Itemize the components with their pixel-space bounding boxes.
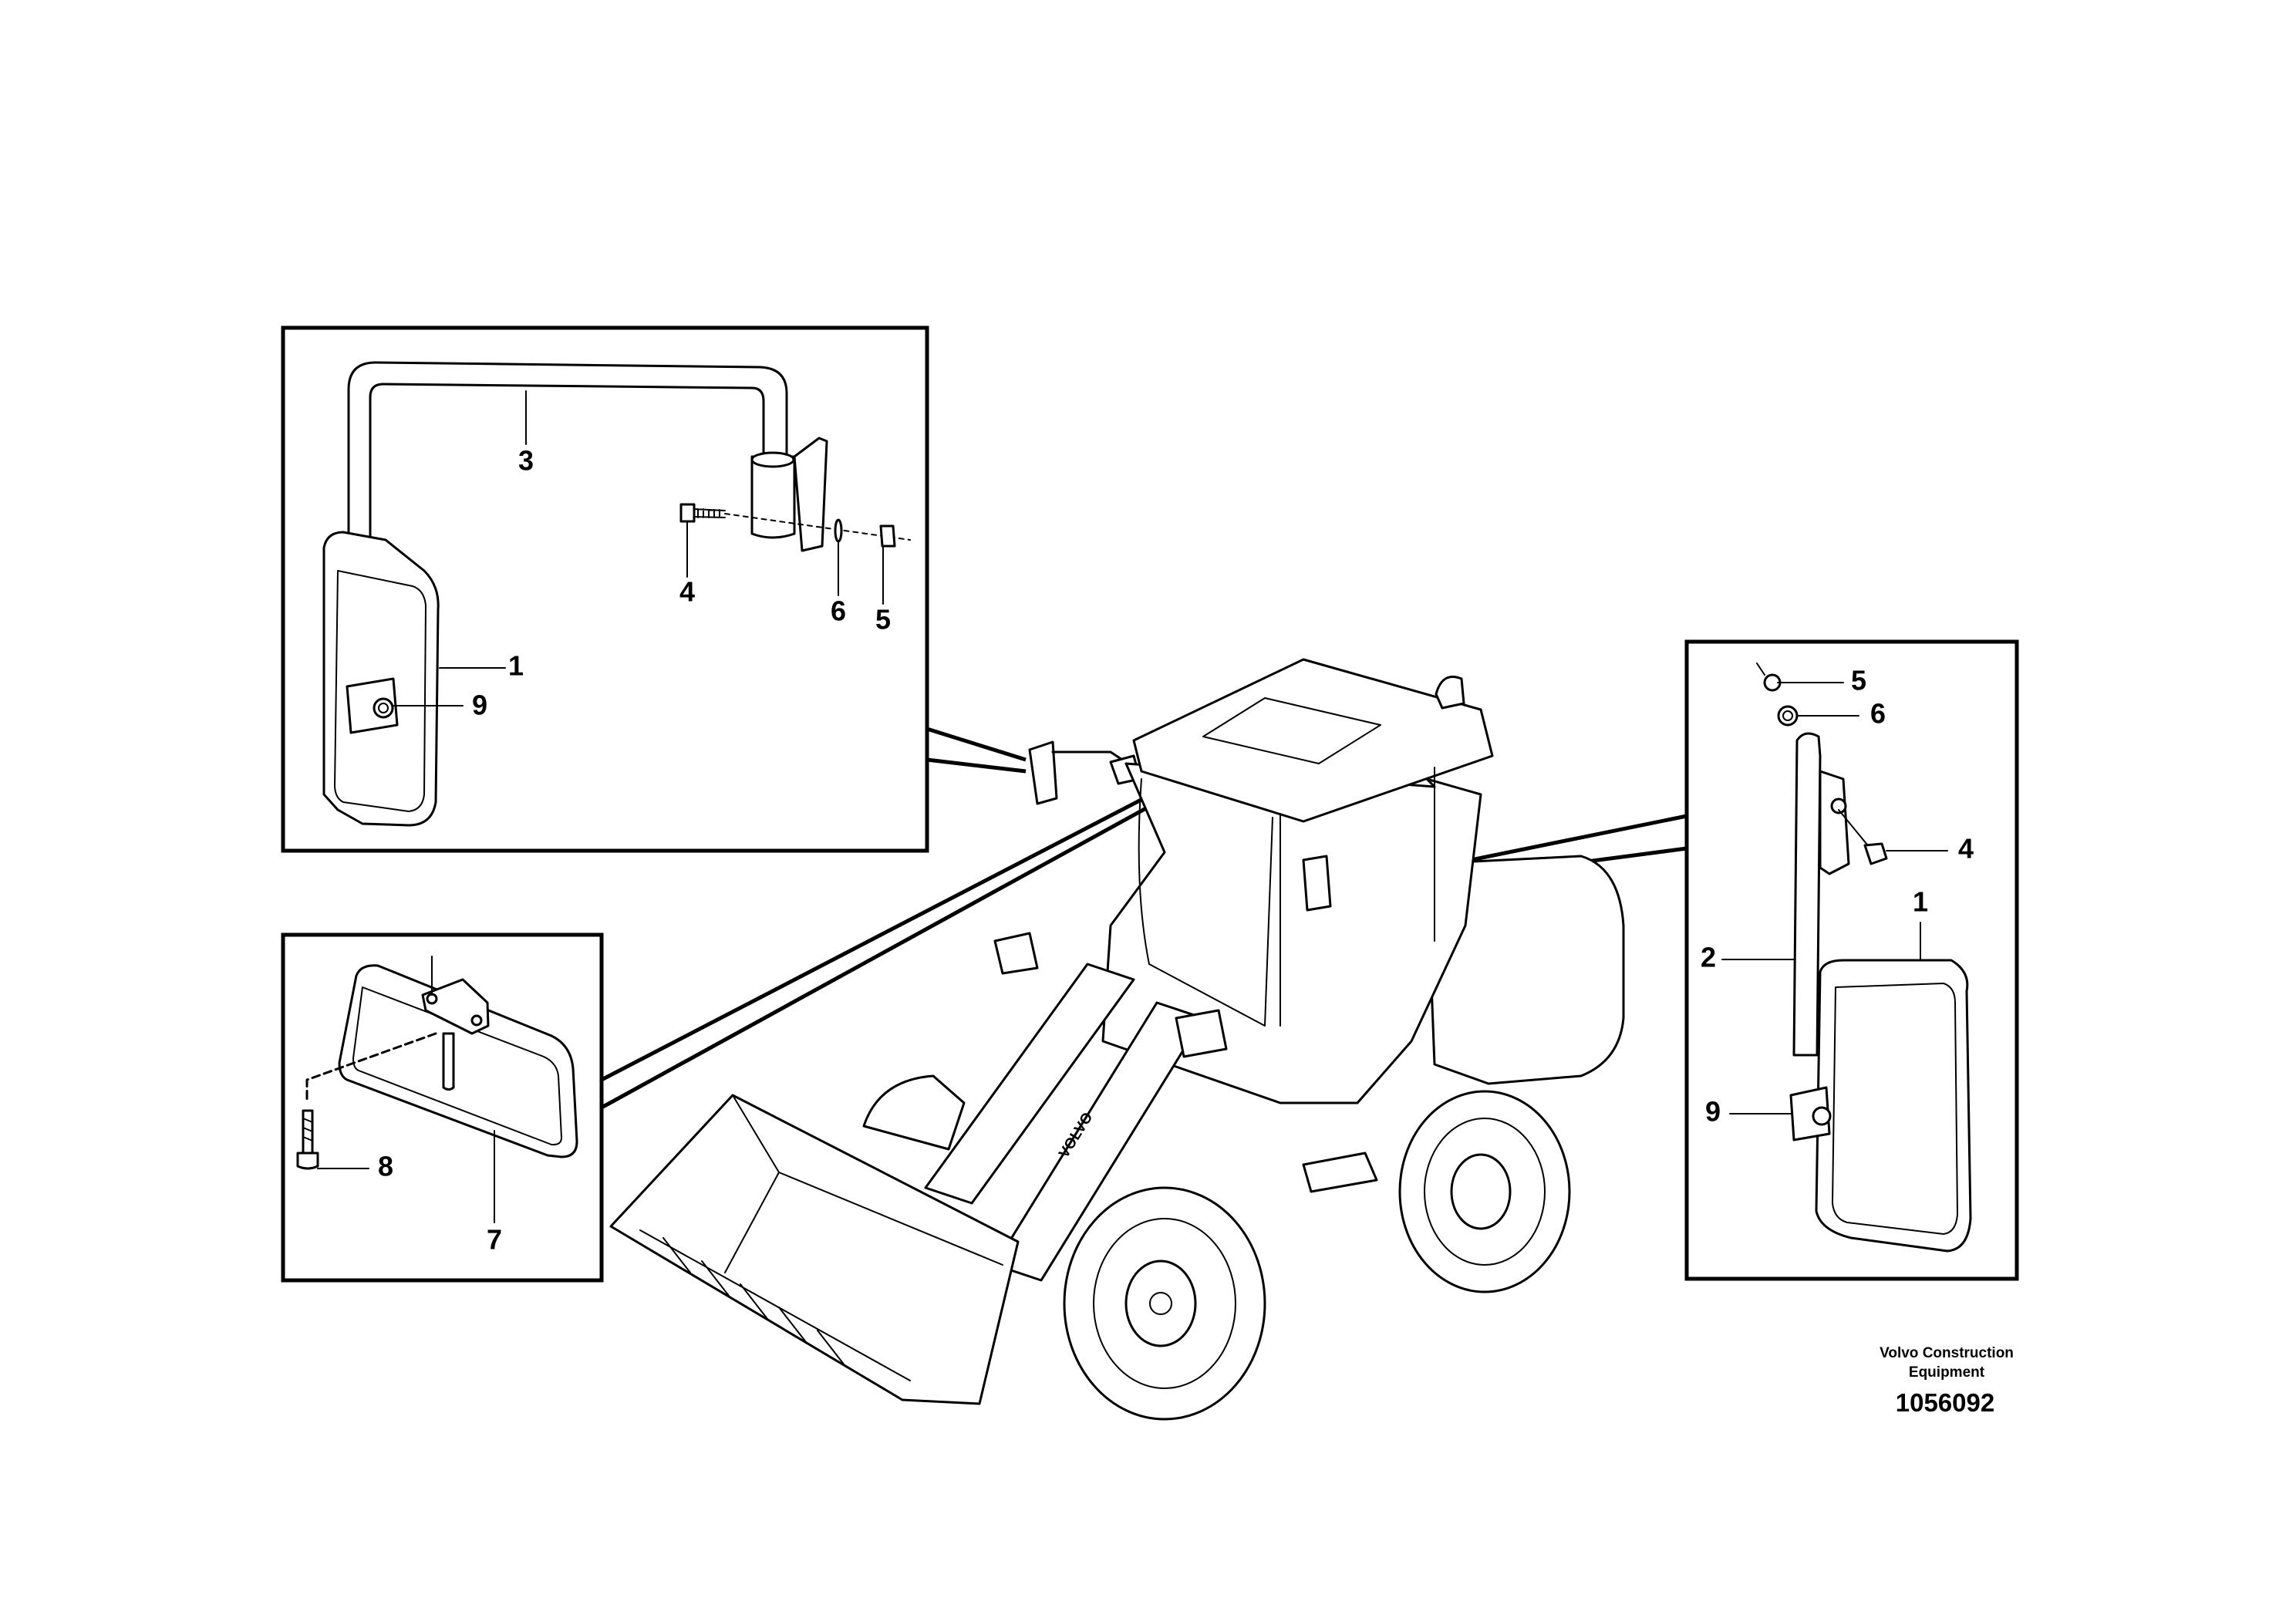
- callout-6-top-left: 6: [831, 595, 846, 627]
- washer-right: [1777, 705, 1799, 727]
- mirror-right: [1815, 959, 1972, 1253]
- nut-top-left: [879, 524, 896, 548]
- bolt-top-left: [679, 503, 696, 523]
- callout-3: 3: [518, 445, 534, 477]
- detail-top-left: 3 4 6 5 1 9: [281, 325, 1027, 853]
- front-wheel: [1063, 1186, 1266, 1421]
- credit-line-1: Volvo Construction: [1880, 1345, 2014, 1361]
- mirror-pivot-bracket: [750, 455, 796, 539]
- detail-right-frame: [1684, 639, 2019, 1281]
- callout-5-top-left: 5: [875, 604, 891, 636]
- mirror-arm-pipe: [347, 361, 788, 559]
- callout-6-right: 6: [1870, 698, 1886, 730]
- callout-8: 8: [378, 1151, 393, 1182]
- clamp-top-left: [346, 677, 399, 734]
- document-number: 1056092: [1896, 1388, 1994, 1417]
- bolt-right: [1838, 809, 1871, 849]
- engine-cover: [1425, 855, 1625, 1085]
- callout-2-right: 2: [1701, 942, 1716, 973]
- cab-side-mirror: [1302, 855, 1332, 912]
- clamp-right: [1789, 1086, 1831, 1141]
- detail-right: 5 6 4 1 2 9: [1345, 639, 2019, 1281]
- interior-mirror: [338, 964, 578, 1158]
- callout-1-top-left: 1: [508, 650, 524, 682]
- wheel-loader-illustration: VOLVO: [609, 658, 1625, 1421]
- callout-1-right: 1: [1913, 886, 1928, 918]
- mirror-top-left: [322, 531, 440, 827]
- callout-4-right: 4: [1958, 833, 1974, 865]
- callout-5-right: 5: [1851, 665, 1866, 696]
- callout-4-top-left: 4: [679, 576, 695, 608]
- bucket: [609, 1094, 1020, 1405]
- detail-bottom-left: 8 7: [281, 771, 1201, 1283]
- screw: [302, 1109, 314, 1155]
- footer: Volvo Construction Equipment 1056092: [1880, 1345, 2014, 1417]
- callout-7: 7: [487, 1224, 502, 1256]
- detail-top-left-frame: [281, 325, 929, 853]
- credit-line-2: Equipment: [1909, 1364, 1985, 1381]
- cab-roof: [1132, 658, 1494, 823]
- rear-wheel: [1398, 1090, 1571, 1293]
- mirror-arm-right: [1792, 732, 1822, 1057]
- callout-9-top-left: 9: [472, 690, 487, 721]
- washer-top-left: [834, 518, 843, 543]
- callout-9-right: 9: [1705, 1096, 1721, 1128]
